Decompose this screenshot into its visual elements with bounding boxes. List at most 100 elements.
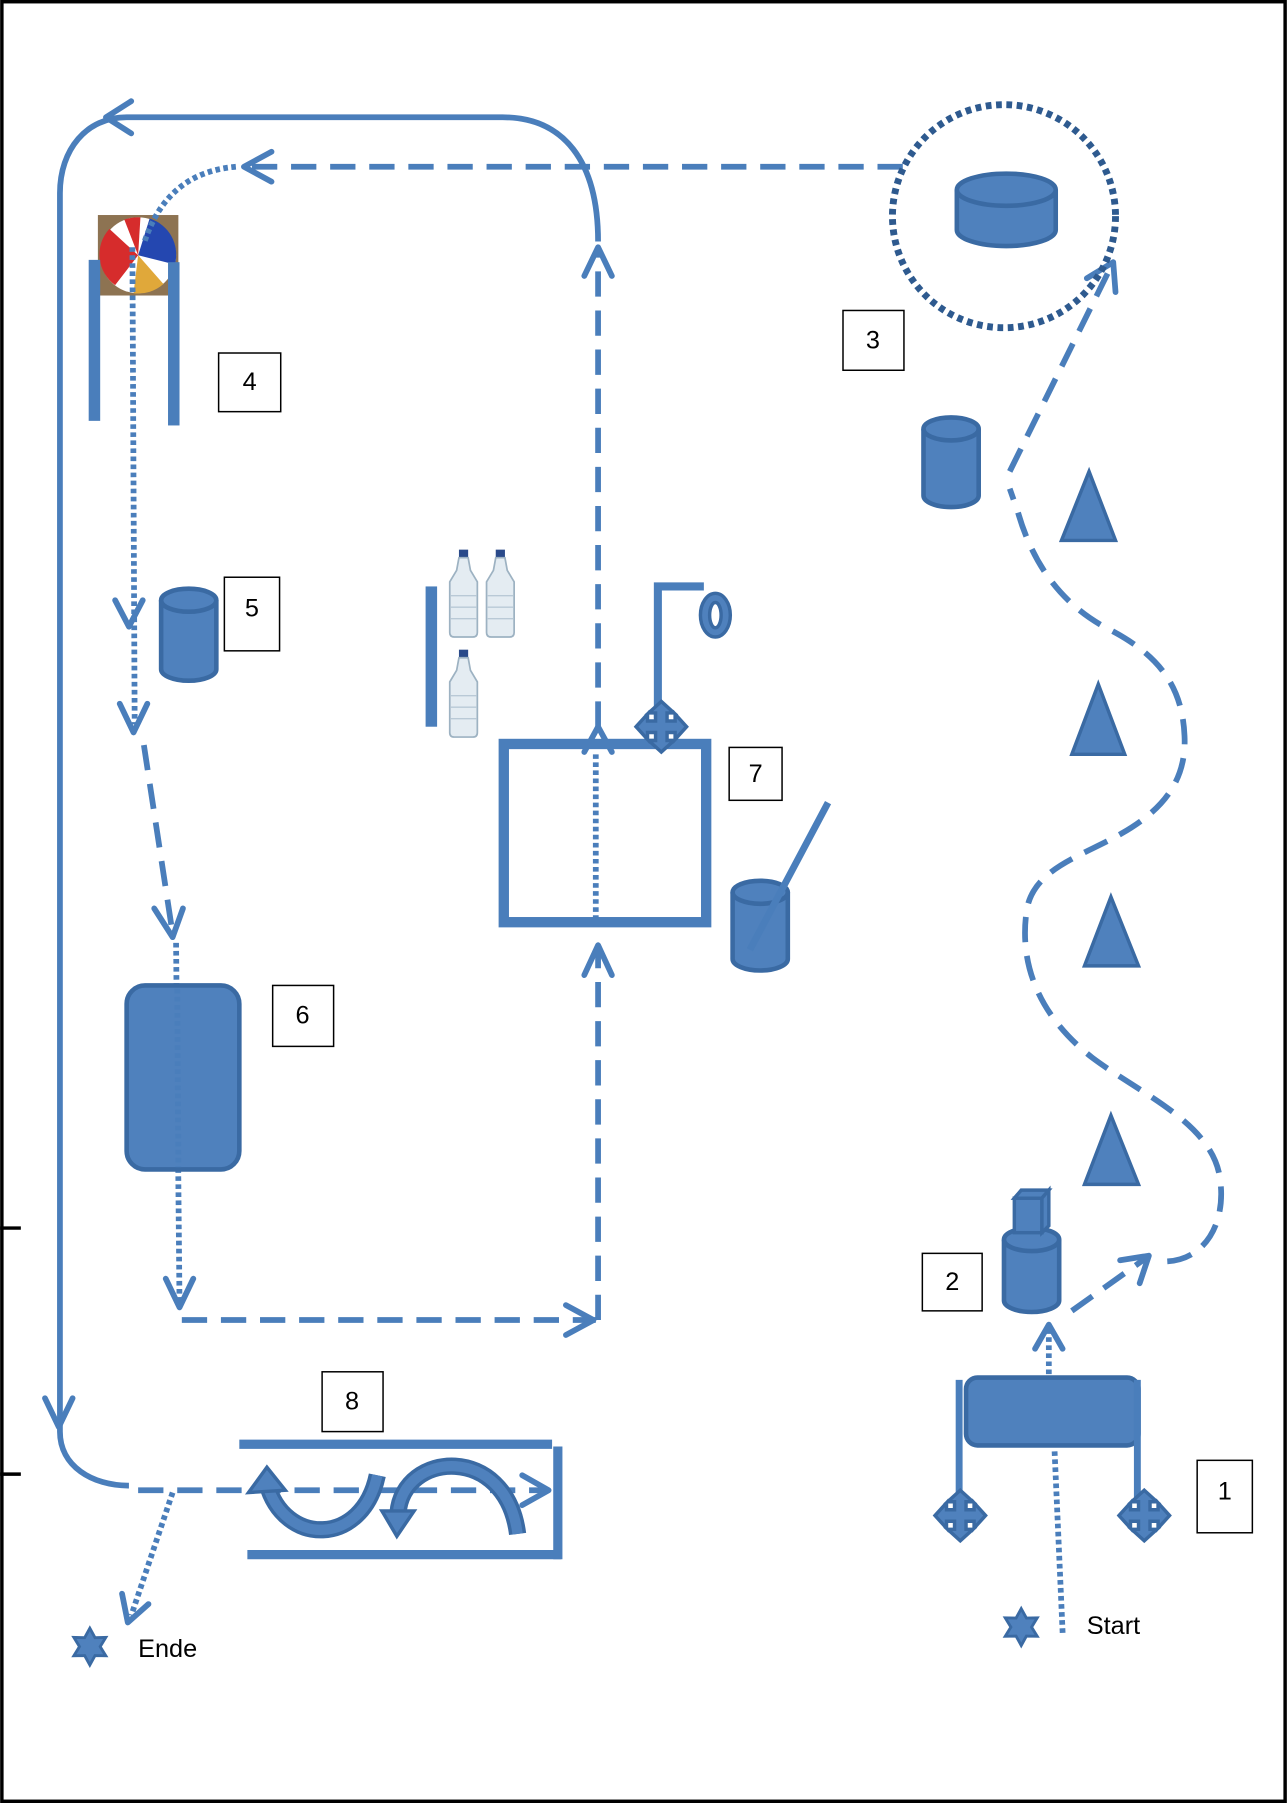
hoop-icon bbox=[698, 591, 733, 639]
route-start bbox=[1032, 1321, 1066, 1633]
ball-red-panel bbox=[99, 228, 139, 286]
start-label: Start bbox=[1087, 1612, 1140, 1640]
box-icon bbox=[1010, 1185, 1053, 1237]
mat-top bbox=[954, 171, 1059, 209]
roll-arrow-head bbox=[378, 1509, 418, 1540]
cylinder-icon bbox=[1001, 1225, 1062, 1315]
bench bbox=[963, 1375, 1141, 1448]
station-number-box bbox=[842, 309, 905, 372]
station-number: 6 bbox=[296, 1001, 310, 1029]
bottle-body bbox=[448, 556, 479, 638]
box-front bbox=[1012, 1196, 1044, 1235]
bottle-cap bbox=[495, 549, 505, 558]
end-label: Ende bbox=[138, 1635, 197, 1663]
dashed-line-to-station-3 bbox=[1007, 265, 1114, 473]
star-icon bbox=[1002, 1605, 1040, 1649]
water-bottle-icon bbox=[485, 549, 516, 638]
arrowhead-down bbox=[162, 1275, 197, 1311]
dashed-slalom-curve bbox=[1007, 487, 1225, 1265]
station-number: 8 bbox=[345, 1388, 359, 1416]
dotted-line-from-start bbox=[1051, 1451, 1066, 1633]
station-number-box bbox=[921, 1252, 983, 1312]
move-cross-icon bbox=[633, 699, 689, 755]
arrowhead-up bbox=[581, 244, 615, 279]
start-marker: Start bbox=[1002, 1605, 1140, 1649]
water-bottle-icon bbox=[448, 649, 479, 738]
dotted-line-down bbox=[129, 247, 138, 725]
route-into-ball bbox=[141, 163, 237, 245]
dotted-line-over-6 bbox=[174, 988, 182, 1168]
bottle-bar bbox=[425, 586, 438, 727]
dashed-line-to-slalom bbox=[1070, 1254, 1150, 1314]
square-frame bbox=[498, 738, 712, 928]
cylinder-icon bbox=[921, 415, 981, 510]
route-finish bbox=[119, 1472, 552, 1626]
cone-icon bbox=[1058, 466, 1119, 543]
arrowhead-down bbox=[42, 1395, 76, 1430]
station-6: 6 bbox=[124, 983, 335, 1172]
end-marker: Ende bbox=[71, 1625, 197, 1669]
arrowhead-left bbox=[103, 98, 135, 137]
hoop-inner bbox=[707, 600, 723, 630]
station-number: 3 bbox=[866, 326, 880, 354]
roll-arrow-head bbox=[244, 1464, 289, 1495]
move-cross-icon bbox=[1116, 1487, 1172, 1544]
station-number: 7 bbox=[749, 760, 763, 788]
route-from-station-3 bbox=[241, 148, 903, 185]
bar-left bbox=[88, 259, 101, 421]
arrowhead-right bbox=[563, 1302, 597, 1338]
station-5: 5 bbox=[158, 576, 281, 684]
star-icon bbox=[71, 1625, 109, 1669]
roll-arrow-band bbox=[261, 1474, 383, 1535]
slalom bbox=[921, 415, 1142, 1187]
hook-pole bbox=[653, 582, 704, 719]
solid-return-line bbox=[57, 114, 601, 1489]
dotted-curve-to-ball bbox=[141, 163, 237, 245]
station-2: 2 bbox=[921, 1185, 1062, 1315]
bottle-station bbox=[425, 549, 516, 738]
dotted-line-to-end bbox=[128, 1491, 176, 1617]
roll-arrow-icon bbox=[378, 1457, 527, 1540]
station-4: 4 bbox=[88, 259, 282, 426]
mat-block bbox=[124, 983, 242, 1172]
station-number: 5 bbox=[245, 594, 259, 622]
ball-red-panel-small bbox=[124, 217, 141, 256]
bottle-ridges bbox=[450, 594, 477, 620]
mat-icon bbox=[954, 171, 1059, 249]
cone-icon bbox=[1069, 679, 1128, 757]
arrowhead-up-right bbox=[1083, 259, 1119, 295]
arrowhead-down bbox=[151, 905, 186, 941]
bottle-body bbox=[485, 556, 516, 638]
arrowhead-down bbox=[112, 597, 146, 630]
roll-arrow-band bbox=[392, 1460, 523, 1535]
cone-icon bbox=[1081, 1110, 1142, 1187]
station-7: 7 bbox=[498, 582, 832, 973]
station-number: 1 bbox=[1218, 1477, 1232, 1505]
station-number-box bbox=[728, 746, 783, 802]
cylinder-icon bbox=[158, 586, 219, 684]
ball-yellow-panel bbox=[133, 255, 164, 294]
station-number: 4 bbox=[243, 368, 257, 396]
arrowhead-up bbox=[1032, 1321, 1066, 1352]
dotted-target-circle bbox=[888, 101, 1119, 332]
cylinder-body bbox=[158, 600, 219, 684]
station-number: 2 bbox=[945, 1268, 959, 1296]
bottle-ridges bbox=[450, 694, 477, 720]
station-number-box bbox=[217, 352, 282, 413]
stick bbox=[746, 800, 832, 952]
route-station-6-to-7 bbox=[162, 244, 615, 1338]
box-side bbox=[1040, 1185, 1051, 1237]
move-cross-icon bbox=[932, 1487, 988, 1544]
arrowhead-down-left bbox=[119, 1590, 152, 1626]
water-bottle-icon bbox=[448, 549, 479, 638]
arrowhead-right bbox=[519, 1472, 552, 1509]
roll-arrow-icon bbox=[244, 1464, 386, 1539]
station-1: 1 bbox=[932, 1375, 1254, 1544]
station-8: 8 bbox=[239, 1371, 563, 1560]
station-number-box bbox=[1196, 1459, 1254, 1534]
cylinder-body bbox=[921, 428, 981, 510]
station-number-box bbox=[321, 1371, 384, 1433]
arrowhead-left bbox=[241, 148, 275, 185]
